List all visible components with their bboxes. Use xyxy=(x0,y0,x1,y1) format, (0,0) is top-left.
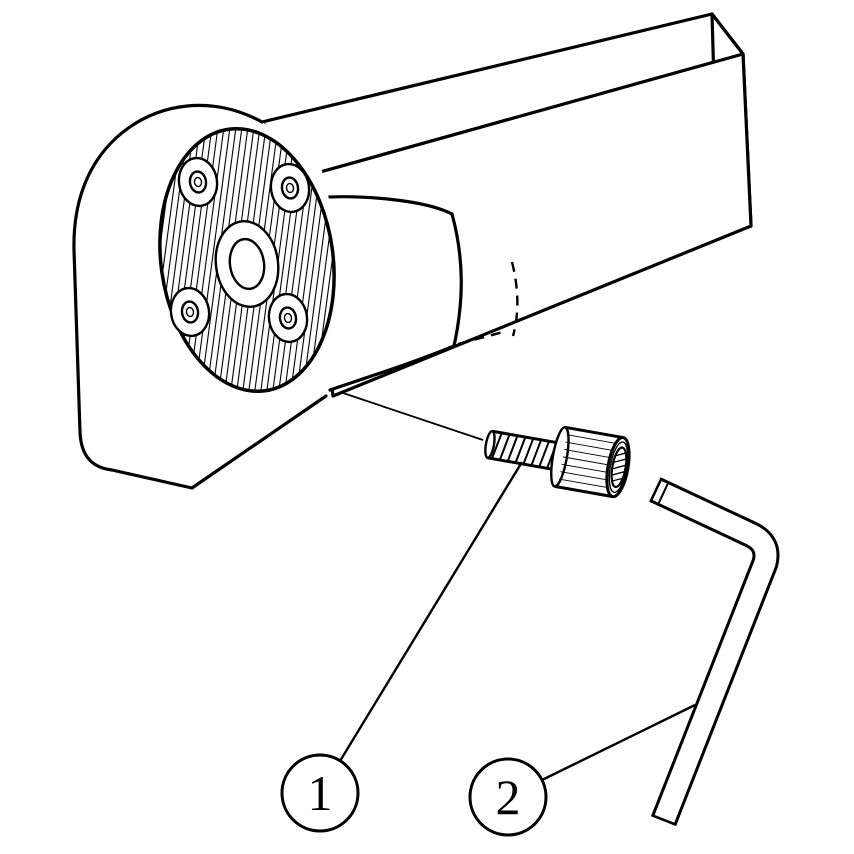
neck-fill xyxy=(310,196,462,390)
insert-pocket xyxy=(269,162,311,214)
screw-head-shading xyxy=(558,434,620,489)
callout-1-label: 1 xyxy=(308,765,333,821)
flange-face-outline xyxy=(158,126,336,394)
hex-key-tip-bevel xyxy=(657,483,669,504)
callout-1: 1 xyxy=(280,461,524,833)
callout-2-label: 2 xyxy=(496,769,521,825)
hidden-neck-end xyxy=(510,261,519,337)
screw-shank-top-edge xyxy=(492,429,561,445)
hidden-bottom-edge xyxy=(457,329,508,346)
callout-1-circle xyxy=(280,753,360,833)
screw-head-bottom-edge xyxy=(554,484,614,499)
insert-pocket xyxy=(177,156,219,208)
neck-bottom-edge xyxy=(328,344,456,392)
screw-head-top-edge xyxy=(564,425,624,440)
callout-1-leader xyxy=(338,461,524,762)
bore-hole xyxy=(228,237,266,291)
screw-head-back xyxy=(550,426,570,488)
assembly-axis-line xyxy=(339,391,484,441)
insert-pocket xyxy=(169,286,211,338)
neck-right-edge xyxy=(450,212,463,348)
holder-silhouette xyxy=(72,103,328,490)
clamp-screw xyxy=(484,425,631,499)
hex-key-tip-cap xyxy=(649,477,663,503)
hex-key xyxy=(649,477,780,827)
insert-pocket xyxy=(267,292,309,344)
callout-2: 2 xyxy=(468,703,696,837)
callout-2-leader xyxy=(541,703,696,782)
screw-threads xyxy=(491,433,558,469)
hex-key-body xyxy=(651,480,777,824)
callouts: 1 2 xyxy=(280,461,696,837)
center-bore xyxy=(214,220,280,308)
hidden-edges xyxy=(457,261,519,346)
callout-2-circle xyxy=(468,757,548,837)
hex-key-end-cap xyxy=(650,813,678,827)
insert-pockets xyxy=(169,156,311,344)
